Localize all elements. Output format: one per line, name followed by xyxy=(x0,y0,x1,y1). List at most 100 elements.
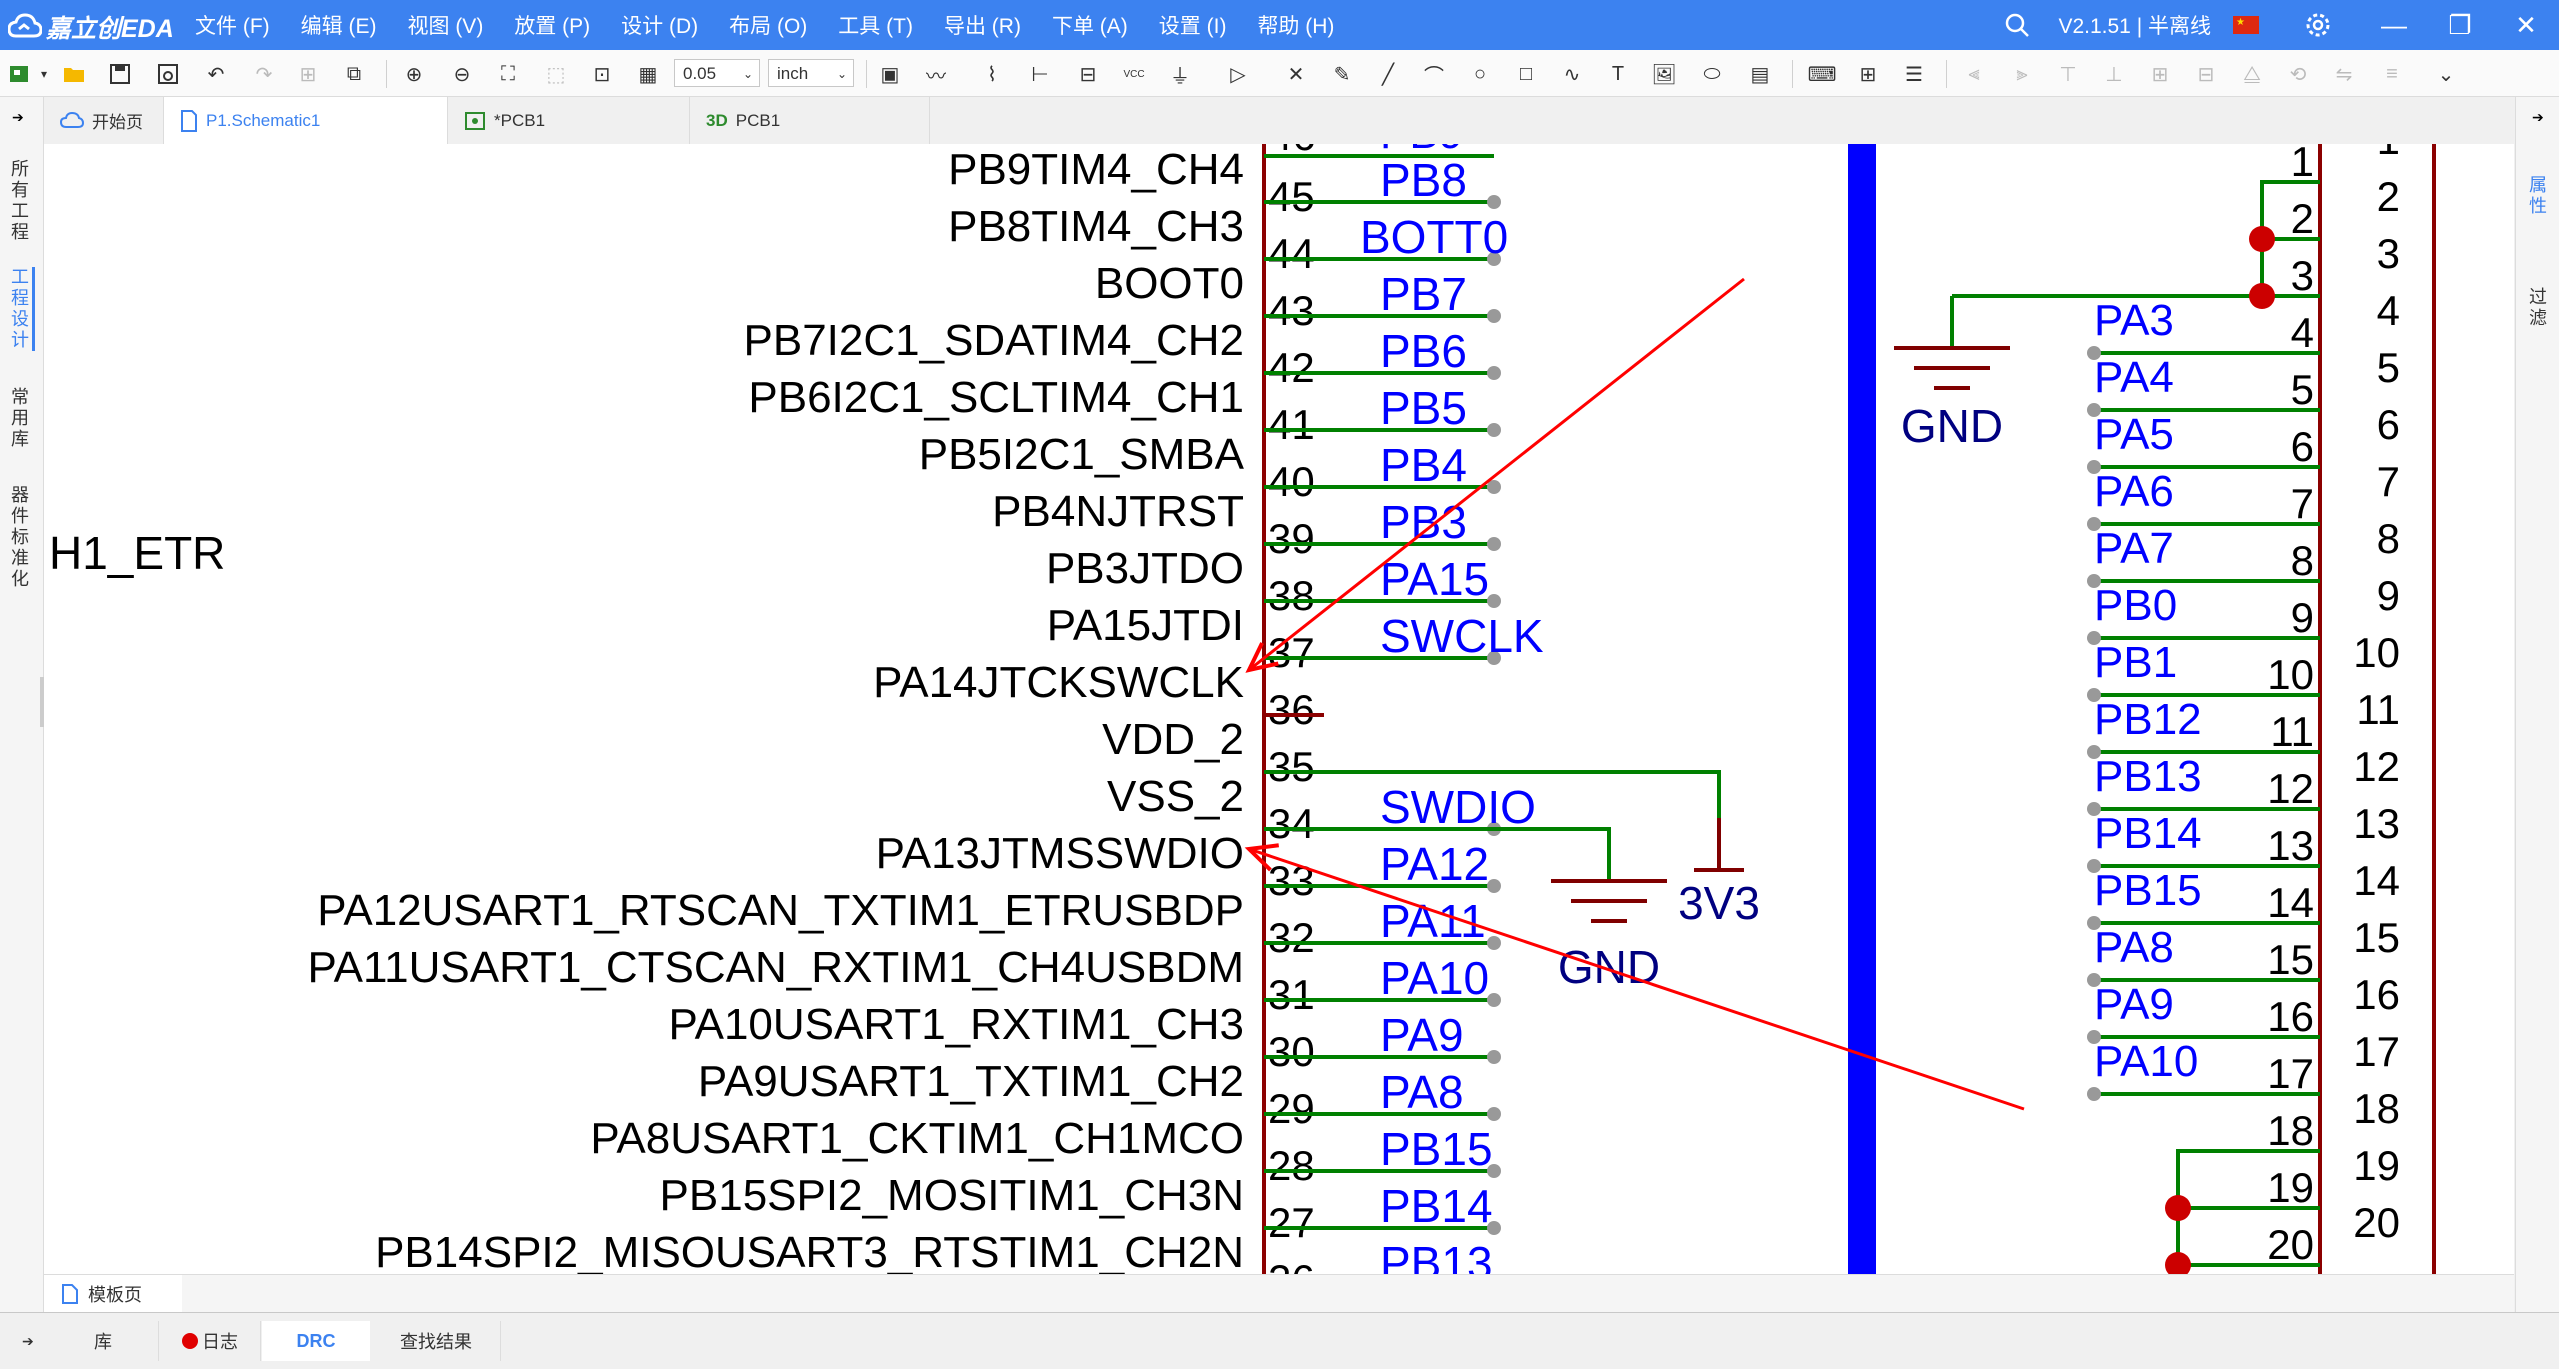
power-label-3v3[interactable]: 3V3 xyxy=(1678,877,1760,929)
no-connect-icon[interactable]: ✕ xyxy=(1287,63,1305,86)
net-label[interactable]: PA9 xyxy=(1380,1009,1464,1061)
net-label[interactable]: PB15 xyxy=(1380,1123,1493,1175)
net-label[interactable]: PB13 xyxy=(2094,752,2202,801)
mcu-pin-name[interactable]: PB8TIM4_CH3 xyxy=(948,202,1244,251)
tab-library[interactable]: 库 xyxy=(48,1321,159,1361)
zoom-out-icon[interactable]: ⊖ xyxy=(453,63,471,86)
mcu-pin-number[interactable]: 43 xyxy=(1268,287,1315,334)
mcu-pin-name[interactable]: PA10USART1_RXTIM1_CH3 xyxy=(669,1000,1244,1049)
net-label[interactable]: SWCLK xyxy=(1380,610,1544,662)
net-label[interactable]: PB14 xyxy=(1380,1180,1493,1232)
open-folder-icon[interactable] xyxy=(62,62,86,86)
mcu-pin-name[interactable]: PB14SPI2_MISOUSART3_RTSTIM1_CH2N xyxy=(375,1228,1244,1274)
menu-view[interactable]: 视图 (V) xyxy=(407,15,484,38)
header-pin-number[interactable]: 10 xyxy=(2267,651,2314,698)
menu-tools[interactable]: 工具 (T) xyxy=(838,15,913,38)
net-label[interactable]: PA15 xyxy=(1380,553,1489,605)
tab-pcb[interactable]: *PCB1 xyxy=(448,97,690,144)
mcu-pin-name[interactable]: PA8USART1_CKTIM1_CH1MCO xyxy=(590,1114,1244,1163)
net-port-icon[interactable]: ⊟ xyxy=(1079,63,1097,86)
header-pin-number[interactable]: 12 xyxy=(2267,765,2314,812)
header-pin-number[interactable]: 20 xyxy=(2267,1221,2314,1268)
header-outer-number[interactable]: 5 xyxy=(2377,344,2400,391)
rotate-icon[interactable]: ⟲ xyxy=(2289,63,2307,86)
net-label[interactable]: PB3 xyxy=(1380,496,1467,548)
left-splitter-handle[interactable] xyxy=(40,677,44,727)
net-label[interactable]: PA12 xyxy=(1380,838,1489,890)
menu-place[interactable]: 放置 (P) xyxy=(514,15,591,38)
annotation-arrow-head[interactable] xyxy=(1245,642,1279,673)
component-icon[interactable]: ▣ xyxy=(880,63,900,86)
align-right-icon[interactable]: ⫸ xyxy=(2016,62,2028,85)
new-project-icon[interactable] xyxy=(8,62,32,86)
net-label[interactable]: PA5 xyxy=(2094,410,2174,459)
mcu-pin-number[interactable]: 46 xyxy=(1269,144,1316,159)
minimize-icon[interactable]: — xyxy=(2381,9,2407,40)
grid-icon[interactable]: ▦ xyxy=(638,63,658,86)
align-icon[interactable]: ☰ xyxy=(1905,63,1923,86)
header-outer-number[interactable]: 18 xyxy=(2353,1085,2400,1132)
net-label[interactable]: PA8 xyxy=(2094,923,2174,972)
header-pin-number[interactable]: 6 xyxy=(2291,423,2314,470)
expand-icon[interactable]: ➔ xyxy=(2532,109,2544,125)
mcu-pin-number[interactable]: 27 xyxy=(1268,1199,1315,1246)
mcu-pin-number[interactable]: 40 xyxy=(1268,458,1315,505)
net-label[interactable]: PB9 xyxy=(1380,144,1463,158)
header-pin-number[interactable]: 13 xyxy=(2267,822,2314,869)
mcu-pin-name[interactable]: PB9TIM4_CH4 xyxy=(948,145,1244,194)
mcu-pin-number[interactable]: 36 xyxy=(1268,686,1315,733)
vcc-icon[interactable]: VCC xyxy=(1122,62,1146,86)
net-label[interactable]: PA11 xyxy=(1380,895,1486,947)
header-pin-number[interactable]: 11 xyxy=(2270,708,2314,755)
pin-end-dot[interactable] xyxy=(2087,574,2101,588)
pin-end-dot[interactable] xyxy=(2087,916,2101,930)
left-tab-all-projects[interactable]: 所有工程 xyxy=(11,159,29,242)
arc-icon[interactable]: ⌒ xyxy=(1424,65,1444,88)
text-icon[interactable]: T xyxy=(1611,62,1625,85)
header-outer-number[interactable]: 17 xyxy=(2353,1028,2400,1075)
power-label-gnd[interactable]: GND xyxy=(1558,941,1660,993)
menu-design[interactable]: 设计 (D) xyxy=(621,15,699,38)
left-tab-project-design[interactable]: 工程设计 xyxy=(8,267,35,351)
menu-order[interactable]: 下单 (A) xyxy=(1051,15,1128,38)
toolbar-more-icon[interactable]: ⌄ xyxy=(2437,63,2455,86)
mcu-pin-number[interactable]: 45 xyxy=(1268,173,1315,220)
header-outer-number[interactable]: 13 xyxy=(2353,800,2400,847)
close-icon[interactable]: ✕ xyxy=(2515,9,2537,40)
annotation-arrow[interactable] xyxy=(1248,847,2025,1111)
mcu-pin-number[interactable]: 31 xyxy=(1268,971,1315,1018)
header-outer-number[interactable]: 10 xyxy=(2353,629,2400,676)
pin-end-dot[interactable] xyxy=(2087,346,2101,360)
header-outer-number[interactable]: 4 xyxy=(2377,287,2400,334)
menu-help[interactable]: 帮助 (H) xyxy=(1257,15,1335,38)
vdd-wire[interactable] xyxy=(1264,770,1721,840)
align-bottom-icon[interactable]: ⊥ xyxy=(2105,63,2123,86)
mcu-pin-name[interactable]: PA12USART1_RTSCAN_TXTIM1_ETRUSBDP xyxy=(317,886,1244,935)
circle-icon[interactable]: ○ xyxy=(1473,62,1487,85)
netlist-icon[interactable]: ⊞ xyxy=(1859,63,1877,86)
find-icon[interactable]: ⧉ xyxy=(346,62,362,85)
save-all-icon[interactable] xyxy=(156,62,180,86)
mcu-pin-number[interactable]: 35 xyxy=(1268,743,1315,790)
net-label[interactable]: PA10 xyxy=(1380,952,1489,1004)
mcu-pin-name[interactable]: PB7I2C1_SDATIM4_CH2 xyxy=(744,316,1245,365)
annotation-arrow-head[interactable] xyxy=(1244,843,1280,872)
mcu-pin-number[interactable]: 38 xyxy=(1268,572,1315,619)
mcu-pin-number[interactable]: 44 xyxy=(1268,230,1315,277)
header-pin-number[interactable]: 15 xyxy=(2267,936,2314,983)
partial-label[interactable]: H1_ETR xyxy=(49,527,225,579)
header-outer-number[interactable]: 9 xyxy=(2377,572,2400,619)
menu-file[interactable]: 文件 (F) xyxy=(195,15,270,38)
header-outer-number[interactable]: 3 xyxy=(2377,230,2400,277)
gear-icon[interactable] xyxy=(2305,12,2331,38)
zoom-area-icon[interactable]: ⬚ xyxy=(546,63,566,86)
collapse-icon[interactable]: ➔ xyxy=(12,109,24,125)
annotation-arrow[interactable] xyxy=(1248,277,1745,672)
net-label[interactable]: PA9 xyxy=(2094,980,2174,1029)
mcu-pin-number[interactable]: 34 xyxy=(1268,800,1315,847)
bezier-icon[interactable]: ∿ xyxy=(1563,63,1581,86)
zoom-in-icon[interactable]: ⊕ xyxy=(405,63,423,86)
mcu-pin-name[interactable]: BOOT0 xyxy=(1095,259,1244,308)
junction-dot[interactable] xyxy=(2249,226,2275,252)
mcu-pin-number[interactable]: 28 xyxy=(1268,1142,1315,1189)
